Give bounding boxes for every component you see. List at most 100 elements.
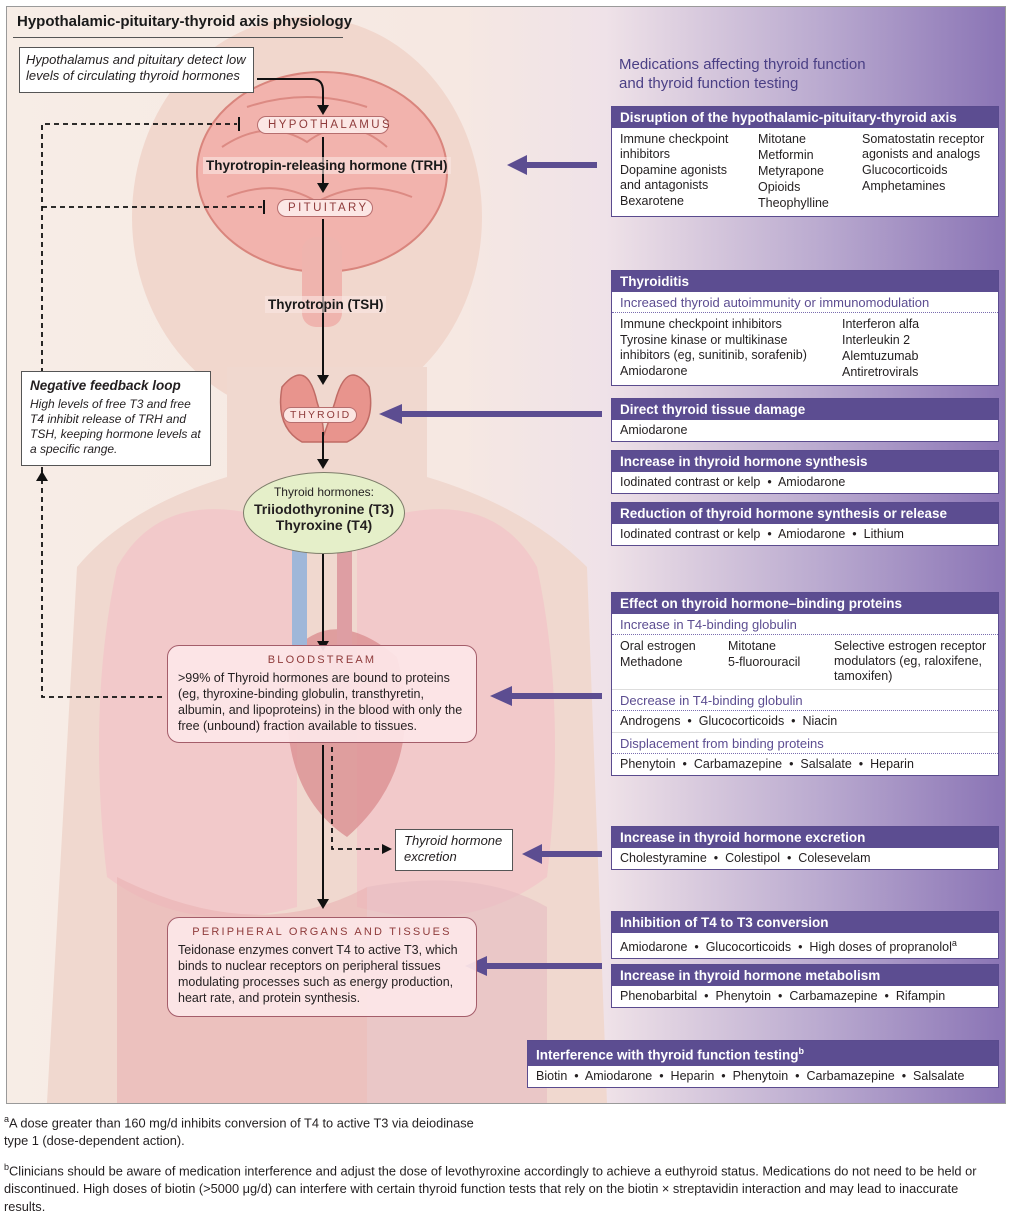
list-item: Salsalate xyxy=(800,757,852,771)
list-item: Niacin xyxy=(802,714,838,728)
disruption-col1: Immune checkpoint inhibitors Dopamine ag… xyxy=(620,132,748,212)
feedback-loop-lines xyxy=(41,123,382,850)
bloodstream-label: BLOODSTREAM xyxy=(267,654,377,666)
excretion-meds-box: Increase in thyroid hormone excretion Ch… xyxy=(611,826,999,870)
excretion-title: Increase in thyroid hormone excretion xyxy=(612,827,998,848)
list-item: 5-fluorouracil xyxy=(728,655,801,669)
binding-increase-col3: Selective estrogen receptor modulators (… xyxy=(828,639,994,685)
conversion-box: Inhibition of T4 to T3 conversion Amioda… xyxy=(611,911,999,960)
list-item: Interferon alfa xyxy=(842,317,920,331)
conversion-items: Amiodarone • Glucocorticoids • High dose… xyxy=(620,938,957,955)
interference-title: Interference with thyroid function testi… xyxy=(536,1047,799,1063)
list-item: Immune checkpoint inhibitors xyxy=(620,132,729,161)
bloodstream-box: BLOODSTREAM >99% of Thyroid hormones are… xyxy=(167,645,477,743)
main-flow-arrowheads xyxy=(317,105,329,909)
feedback-arrowheads xyxy=(36,471,392,854)
list-item: Mitotane xyxy=(728,639,776,653)
conversion-title: Inhibition of T4 to T3 conversion xyxy=(612,912,998,933)
list-item: Tyrosine kinase or multikinase inhibitor… xyxy=(620,333,807,362)
thyroiditis-columns: Immune checkpoint inhibitors Tyrosine ki… xyxy=(612,313,998,385)
negative-feedback-box: Negative feedback loop High levels of fr… xyxy=(21,371,211,466)
direct-damage-title: Direct thyroid tissue damage xyxy=(612,399,998,420)
list-item: Androgens xyxy=(620,714,681,728)
hypothalamus-label: HYPOTHALAMUS xyxy=(257,116,390,134)
list-item: Heparin xyxy=(670,1068,715,1083)
binding-displace-items: Phenytoin • Carbamazepine • Salsalate • … xyxy=(620,757,914,771)
feedback-text: High levels of free T3 and free T4 inhib… xyxy=(30,397,201,456)
list-item: Biotin xyxy=(536,1068,568,1083)
list-item: Opioids xyxy=(758,180,801,194)
footnote-a: aA dose greater than 160 mg/d inhibits c… xyxy=(4,1114,474,1149)
list-item: Phenytoin xyxy=(620,757,676,771)
list-item: Colestipol xyxy=(725,851,781,865)
list-item: Glucocorticoids xyxy=(698,714,785,728)
list-item: Dopamine agonists and antagonists xyxy=(620,163,728,192)
list-item: Immune checkpoint inhibitors xyxy=(620,317,782,331)
bloodstream-text: >99% of Thyroid hormones are bound to pr… xyxy=(178,671,463,733)
disruption-box: Disruption of the hypothalamic-pituitary… xyxy=(611,106,999,217)
reduction-synthesis-box: Reduction of thyroid hormone synthesis o… xyxy=(611,502,999,546)
list-item: Lithium xyxy=(863,527,904,541)
thyroid-gland xyxy=(279,374,372,443)
binding-decrease-items: Androgens • Glucocorticoids • Niacin xyxy=(620,714,838,728)
binding-displace-subtitle: Displacement from binding proteins xyxy=(612,732,998,754)
metabolism-title: Increase in thyroid hormone metabolism xyxy=(612,965,998,986)
detection-box: Hypothalamus and pituitary detect low le… xyxy=(19,47,254,93)
list-item: Methadone xyxy=(620,655,683,669)
footnote-b: bClinicians should be aware of medicatio… xyxy=(4,1162,977,1215)
list-item: Amphetamines xyxy=(862,179,946,193)
figure-title: Hypothalamic-pituitary-thyroid axis phys… xyxy=(17,13,353,30)
trh-label: Thyrotropin-releasing hormone (TRH) xyxy=(203,157,451,174)
medications-title: Medications affecting thyroid function a… xyxy=(619,56,866,92)
medication-arrows xyxy=(379,155,602,976)
thyroiditis-subtitle: Increased thyroid autoimmunity or immuno… xyxy=(612,292,998,313)
list-item: Phenytoin xyxy=(732,1068,789,1083)
thyroiditis-col2: Interferon alfa Interleukin 2 Alemtuzuma… xyxy=(830,317,992,381)
list-item: Iodinated contrast or kelp xyxy=(620,475,761,489)
direct-damage-box: Direct thyroid tissue damage Amiodarone xyxy=(611,398,999,442)
list-item: Cholestyramine xyxy=(620,851,707,865)
list-item: Mitotane xyxy=(758,132,806,146)
list-item: Glucocorticoids xyxy=(705,940,792,955)
binding-decrease-subtitle: Decrease in T4-binding globulin xyxy=(612,689,998,711)
tsh-label: Thyrotropin (TSH) xyxy=(265,296,387,313)
excretion-items: Cholestyramine • Colestipol • Colesevela… xyxy=(620,851,871,865)
hormones-heading: Thyroid hormones: xyxy=(273,485,375,499)
binding-title: Effect on thyroid hormone–binding protei… xyxy=(612,593,998,614)
binding-increase-columns: Oral estrogen Methadone Mitotane 5-fluor… xyxy=(612,635,998,689)
increase-synthesis-items: Iodinated contrast or kelp • Amiodarone xyxy=(620,475,846,489)
list-item: Selective estrogen receptor modulators (… xyxy=(834,639,987,683)
list-item: Carbamazepine xyxy=(806,1068,895,1083)
list-item: Metyrapone xyxy=(758,164,825,178)
list-item: Rifampin xyxy=(895,989,946,1003)
footnote-b-text: Clinicians should be aware of medication… xyxy=(4,1163,977,1215)
list-item: High doses of propranolol xyxy=(809,940,952,955)
list-item: Antiretrovirals xyxy=(842,365,919,379)
t4-label: Thyroxine (T4) xyxy=(275,517,373,533)
list-item: Amiodarone xyxy=(620,940,688,955)
footnote-marker: a xyxy=(951,938,957,948)
list-item: Amiodarone xyxy=(777,527,846,541)
list-item: Phenobarbital xyxy=(620,989,698,1003)
thyroiditis-col1: Immune checkpoint inhibitors Tyrosine ki… xyxy=(620,317,830,381)
list-item: Somatostatin receptor agonists and analo… xyxy=(862,132,985,161)
binding-proteins-box: Effect on thyroid hormone–binding protei… xyxy=(611,592,999,776)
t3-label: Triiodothyronine (T3) xyxy=(254,501,394,517)
list-item: Theophylline xyxy=(758,196,829,210)
list-item: Amiodarone xyxy=(620,364,688,378)
increase-synthesis-box: Increase in thyroid hormone synthesis Io… xyxy=(611,450,999,494)
binding-increase-col2: Mitotane 5-fluorouracil xyxy=(720,639,828,685)
footnote-a-text: A dose greater than 160 mg/d inhibits co… xyxy=(4,1115,474,1149)
reduction-synthesis-items: Iodinated contrast or kelp • Amiodarone … xyxy=(620,527,904,541)
title-rule xyxy=(13,37,343,38)
disruption-columns: Immune checkpoint inhibitors Dopamine ag… xyxy=(612,128,998,216)
increase-synthesis-title: Increase in thyroid hormone synthesis xyxy=(612,451,998,472)
list-item: Salsalate xyxy=(913,1068,965,1083)
metabolism-box: Increase in thyroid hormone metabolism P… xyxy=(611,964,999,1008)
list-item: Interleukin 2 xyxy=(842,333,911,347)
footnote-marker: b xyxy=(798,1046,805,1056)
list-item: Amiodarone xyxy=(584,1068,653,1083)
interference-items: Biotin • Amiodarone • Heparin • Phenytoi… xyxy=(536,1068,965,1083)
thyroiditis-title: Thyroiditis xyxy=(612,271,998,292)
list-item: Glucocorticoids xyxy=(862,163,948,177)
